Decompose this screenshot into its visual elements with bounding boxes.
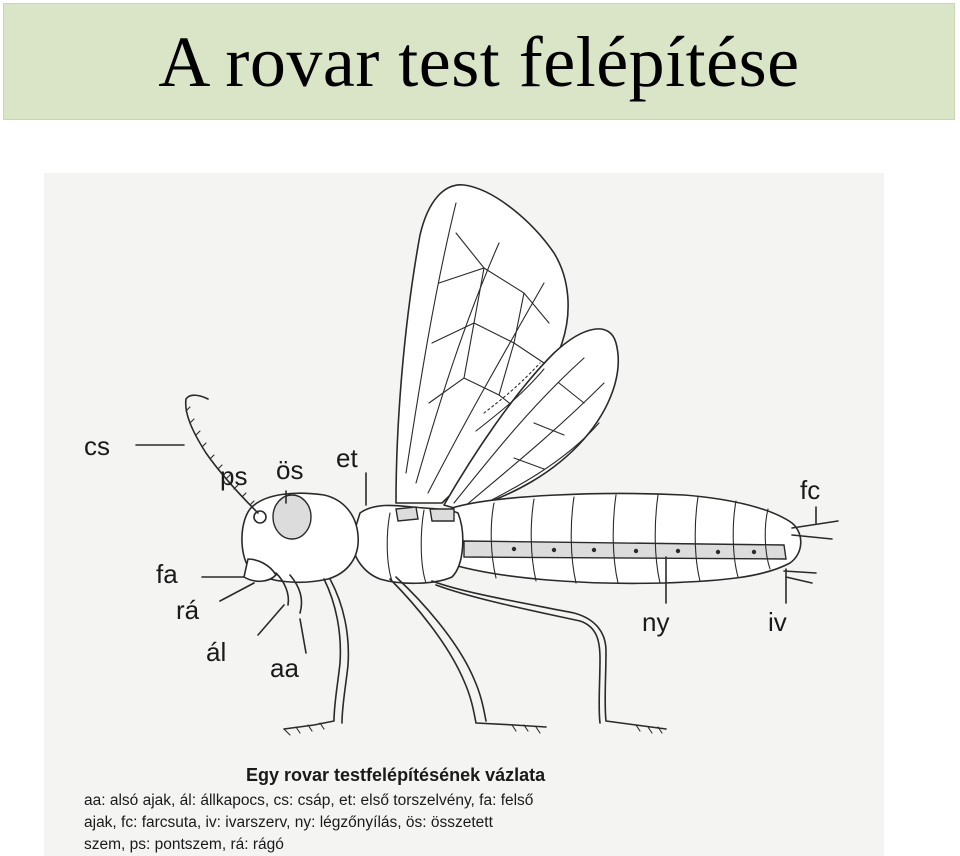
abdomen: [451, 492, 839, 585]
title-bar: A rovar test felépítése: [3, 3, 955, 120]
caption-line-2: ajak, fc: farcsuta, iv: ivarszerv, ny: l…: [84, 814, 494, 831]
antenna: [184, 394, 259, 514]
compound-eye: [272, 494, 312, 540]
label-cs: cs: [84, 431, 110, 461]
caption-line-3: szem, ps: pontszem, rá: rágó: [84, 836, 284, 853]
insect-diagram-scan: cs ps ös et fa rá ál aa fc ny iv Egy rov…: [44, 173, 884, 856]
caption-line-1: aa: alsó ajak, ál: állkapocs, cs: csáp, …: [84, 792, 533, 809]
insect-diagram: cs ps ös et fa rá ál aa fc ny iv Egy rov…: [44, 173, 884, 856]
ocellus: [253, 510, 267, 524]
head: [241, 492, 359, 614]
label-ny: ny: [642, 607, 669, 637]
label-et: et: [336, 443, 358, 473]
leader-lines: [135, 444, 817, 654]
label-ps: ps: [220, 461, 247, 491]
label-iv: iv: [768, 607, 787, 637]
label-fa: fa: [156, 559, 178, 589]
thorax: [351, 504, 464, 585]
label-os: ös: [276, 455, 303, 485]
label-ra: rá: [176, 595, 200, 625]
label-al: ál: [206, 637, 226, 667]
label-aa: aa: [270, 653, 299, 683]
slide-title: A rovar test felépítése: [158, 22, 800, 102]
label-fc: fc: [800, 475, 820, 505]
caption-title: Egy rovar testfelépítésének vázlata: [246, 765, 546, 785]
hind-wing: [443, 328, 620, 512]
legs: [283, 576, 667, 736]
